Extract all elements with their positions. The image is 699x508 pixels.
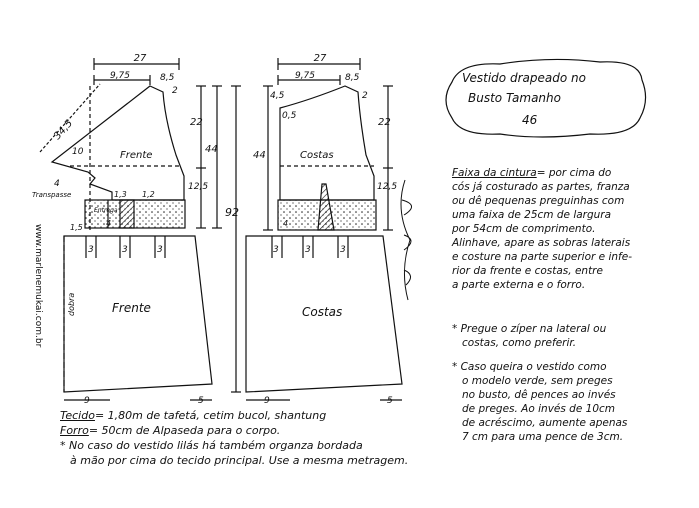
- variant-instructions: * Caso queira o vestido como o modelo ve…: [452, 360, 627, 444]
- back-pleat-1: 3: [273, 245, 279, 255]
- back-labels: 27 9,75 8,5 2 4,5 0,5 Costas 22 44 12,5 …: [253, 53, 397, 406]
- variant-line-1: o modelo verde, sem preges: [462, 375, 613, 387]
- back-shoulder-right-dim: 2: [362, 91, 368, 101]
- front-shoulder-label: Transpasse: [32, 191, 71, 199]
- variant-line-2: no busto, dê pences ao invés: [462, 389, 616, 401]
- waistband-line-7: rior da frente e costas, entre: [452, 265, 603, 277]
- zipper-instructions: * Pregue o zíper na lateral ou costas, c…: [452, 322, 606, 350]
- back-neck-dim: 9,75: [295, 71, 315, 81]
- front-side-dim: 12,5: [188, 182, 208, 192]
- title-line-1: Vestido drapeado no: [462, 71, 586, 85]
- variant-line-4: de acréscimo, aumente apenas: [462, 417, 628, 429]
- front-diagonal-dim: 34,5: [52, 118, 75, 142]
- front-armhole-dim: 22: [190, 117, 203, 128]
- zipper-line-1: costas, como preferir.: [462, 337, 577, 349]
- front-hem-left-dim: 10: [72, 147, 84, 157]
- waistband-line-0: por cima do: [548, 167, 612, 179]
- front-pleat-2: 3: [122, 245, 128, 255]
- back-side-dim: 12,5: [377, 182, 397, 192]
- back-length-dim: 44: [253, 150, 266, 161]
- waistband-line-1: cós já costurado as partes, franza: [452, 181, 630, 193]
- website-text: www.marlenemukai.com.br: [33, 224, 43, 348]
- back-band-dim: 4: [283, 219, 288, 228]
- variant-line-3: de preges. Ao invés de 10cm: [462, 403, 615, 415]
- note-line-2: à mão por cima do tecido principal. Use …: [70, 454, 409, 467]
- front-facing-label: Entrega: [94, 207, 118, 214]
- front-pleat-1: 3: [88, 245, 94, 255]
- variant-line-0: * Caso queira o vestido como: [452, 361, 607, 373]
- front-pleat-3: 3: [157, 245, 163, 255]
- lining-label: Forro: [60, 424, 89, 437]
- front-total-dim: 92: [225, 206, 239, 219]
- fabric-text: = 1,80m de tafetá, cetim bucol, shantung: [94, 409, 327, 422]
- front-fold-label: dobra: [67, 293, 76, 316]
- lining-text: = 50cm de Alpaseda para o corpo.: [88, 424, 281, 437]
- waistband-line-6: e costure na parte superior e infe-: [452, 251, 632, 263]
- waistband-title: Faixa da cintura: [452, 167, 537, 179]
- waistband-line-5: Alinhave, apare as sobras laterais: [452, 237, 631, 249]
- front-bodice-label: Frente: [120, 150, 152, 161]
- front-shoulder-right-dim: 2: [172, 86, 178, 96]
- fabric-label: Tecido: [60, 409, 95, 422]
- waistband-line-4: por 54cm de comprimento.: [452, 223, 596, 235]
- front-waist-left-dim: 1,5: [70, 223, 83, 232]
- waistband-line-8: a parte externa e o forro.: [452, 279, 586, 291]
- back-bodice-label: Costas: [300, 150, 334, 161]
- back-neck-b-dim: 0,5: [282, 111, 297, 121]
- back-width-dim: 27: [314, 53, 327, 64]
- title-line-2: Busto Tamanho: [468, 91, 561, 105]
- back-hem-b-dim: 5: [387, 396, 393, 406]
- back-pattern: [245, 58, 403, 401]
- signature: [400, 179, 412, 301]
- title-cloud: [445, 58, 647, 138]
- front-dart-w-dim: 1,3: [114, 190, 127, 199]
- front-width-dim: 27: [134, 53, 147, 64]
- front-skirt-label: Frente: [112, 301, 151, 315]
- back-armhole-dim: 22: [378, 117, 391, 128]
- back-skirt-label: Costas: [302, 305, 342, 319]
- note-line-1: * No caso do vestido lilás há também org…: [60, 439, 363, 452]
- back-neck-drop-dim: 4,5: [270, 91, 285, 101]
- front-band-dim: 4: [106, 219, 111, 228]
- front-pattern: [39, 58, 241, 401]
- back-pleat-3: 3: [340, 245, 346, 255]
- front-dart-w2-dim: 1,2: [142, 190, 155, 199]
- front-neck-dim: 9,75: [110, 71, 130, 81]
- back-pleat-2: 3: [305, 245, 311, 255]
- front-length-dim: 44: [205, 144, 218, 155]
- materials: Tecido= 1,80m de tafetá, cetim bucol, sh…: [60, 408, 408, 468]
- zipper-line-0: * Pregue o zíper na lateral ou: [452, 323, 607, 335]
- waistband-instructions: Faixa da cintura= por cima do cós já cos…: [452, 167, 632, 291]
- front-hem-b-dim: 5: [198, 396, 204, 406]
- back-hem-a-dim: 9: [264, 396, 270, 406]
- back-shoulder-drop-dim: 8,5: [345, 73, 360, 83]
- front-shoulder-drop-dim: 8,5: [160, 73, 175, 83]
- front-hem-a-dim: 9: [84, 396, 90, 406]
- variant-line-5: 7 cm para uma pence de 3cm.: [462, 431, 624, 443]
- front-wrap-dim: 4: [54, 179, 60, 189]
- title-line-3: 46: [522, 113, 538, 127]
- waistband-line-3: uma faixa de 25cm de largura: [452, 209, 612, 221]
- waistband-line-2: ou dê pequenas preguinhas com: [452, 195, 625, 207]
